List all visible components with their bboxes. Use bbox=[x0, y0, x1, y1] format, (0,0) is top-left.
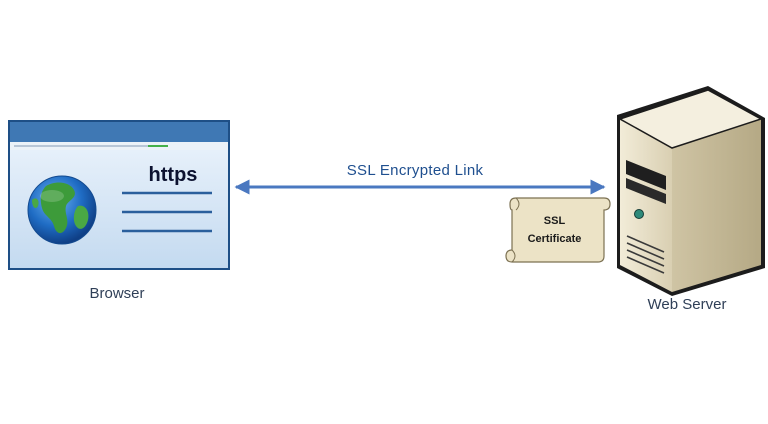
server-tower-icon bbox=[617, 86, 765, 296]
certificate-title: SSL bbox=[543, 215, 566, 227]
address-https-text: https bbox=[148, 164, 198, 186]
link-label: SSL Encrypted Link bbox=[346, 162, 484, 179]
load-progress bbox=[148, 145, 168, 147]
certificate-scroll-icon bbox=[505, 197, 611, 263]
address-track bbox=[14, 145, 154, 147]
server-label: Web Server bbox=[647, 296, 727, 313]
certificate-subtitle: Certificate bbox=[527, 233, 582, 245]
browser-label: Browser bbox=[89, 285, 145, 302]
browser-title-bar bbox=[10, 122, 228, 142]
globe-icon bbox=[27, 175, 97, 245]
